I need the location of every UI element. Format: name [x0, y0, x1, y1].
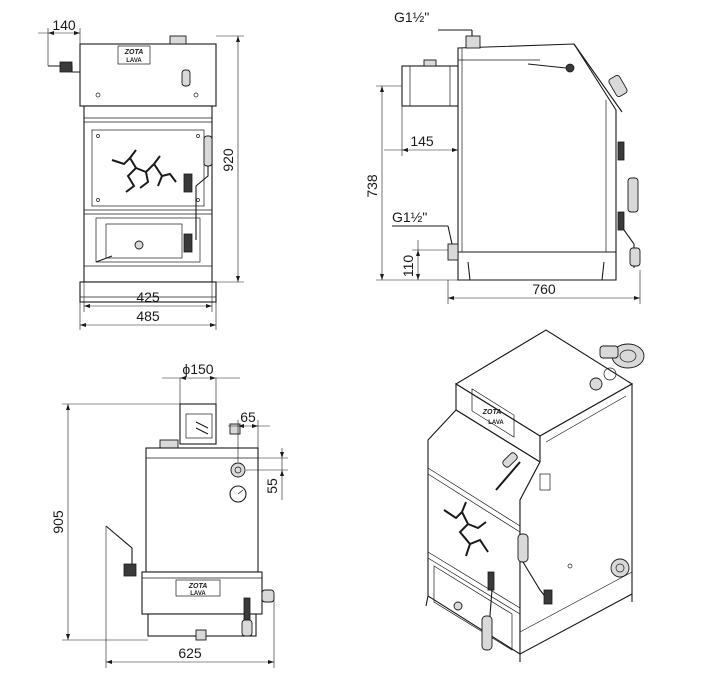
side-body [457, 43, 617, 253]
iso-inlet-ring [610, 558, 630, 578]
front-lava-crack [111, 149, 177, 193]
iso-rating-label [539, 473, 551, 491]
side-inlet [447, 243, 459, 261]
side-dim-outlet-height: 738 [364, 174, 380, 198]
side-view: G1½" 145 738 [364, 9, 641, 304]
rear-outlet-ring [230, 462, 246, 478]
iso-logo-brand: ZOTA [482, 409, 502, 416]
iso-lower-door [433, 565, 513, 651]
front-top-panel [79, 43, 217, 107]
side-top-outlet [465, 35, 481, 49]
front-logo-plate [117, 45, 151, 65]
front-view: ZOTA LAVA 140 [38, 17, 244, 330]
side-lever-knob [565, 63, 575, 73]
front-gauge [181, 69, 191, 87]
rear-logo-brand: ZOTA [188, 583, 208, 590]
front-dim-inner-width: 425 [136, 289, 160, 305]
side-handle-top [608, 74, 628, 98]
side-dim-inlet-height: 110 [400, 255, 416, 278]
rear-dim-height: 905 [50, 510, 66, 534]
rear-view: ZOTA LAVA ϕ150 65 55 905 [50, 361, 288, 668]
side-thermometer [627, 177, 639, 213]
front-door-knob [134, 240, 144, 250]
rear-lower-panel [141, 571, 263, 615]
front-dim-top: 140 [52, 17, 76, 33]
iso-thermometer [517, 533, 529, 563]
side-flue [401, 65, 459, 107]
front-thermometer [203, 135, 213, 167]
front-dim-height: 920 [220, 148, 236, 172]
front-lower-door-window [105, 223, 183, 259]
rear-left-handle [123, 563, 137, 577]
iso-lever-handle [502, 452, 518, 468]
side-dim-flue-offset: 145 [410, 133, 434, 149]
iso-lava-crack [443, 501, 489, 557]
side-outlet-thread: G1½" [394, 9, 429, 25]
rear-logo-model: LAVA [190, 591, 206, 597]
iso-logo-plate [471, 388, 515, 438]
rear-dim-flue-diameter: ϕ150 [182, 361, 213, 377]
front-handle [59, 61, 73, 73]
front-upper-door [91, 129, 205, 207]
rear-dim-offset-v: 55 [264, 478, 280, 494]
rear-right-valve [261, 589, 275, 603]
front-body [83, 105, 213, 283]
front-lower-door [95, 217, 201, 263]
front-dim-outer-width: 485 [136, 308, 160, 324]
iso-top-outlet [589, 377, 603, 391]
front-top-outlet [169, 35, 187, 45]
rear-logo-plate [175, 579, 221, 597]
side-dim-depth: 760 [532, 281, 556, 297]
iso-logo-model: LAVA [488, 420, 504, 426]
front-logo-brand: ZOTA [124, 49, 144, 56]
side-inlet-thread: G1½" [392, 209, 427, 225]
front-logo-model: LAVA [126, 58, 142, 64]
isometric-view: ZOTA LAVA [425, 329, 645, 662]
rear-dim-width: 625 [178, 645, 202, 661]
rear-dim-offset-h: 65 [240, 409, 256, 425]
